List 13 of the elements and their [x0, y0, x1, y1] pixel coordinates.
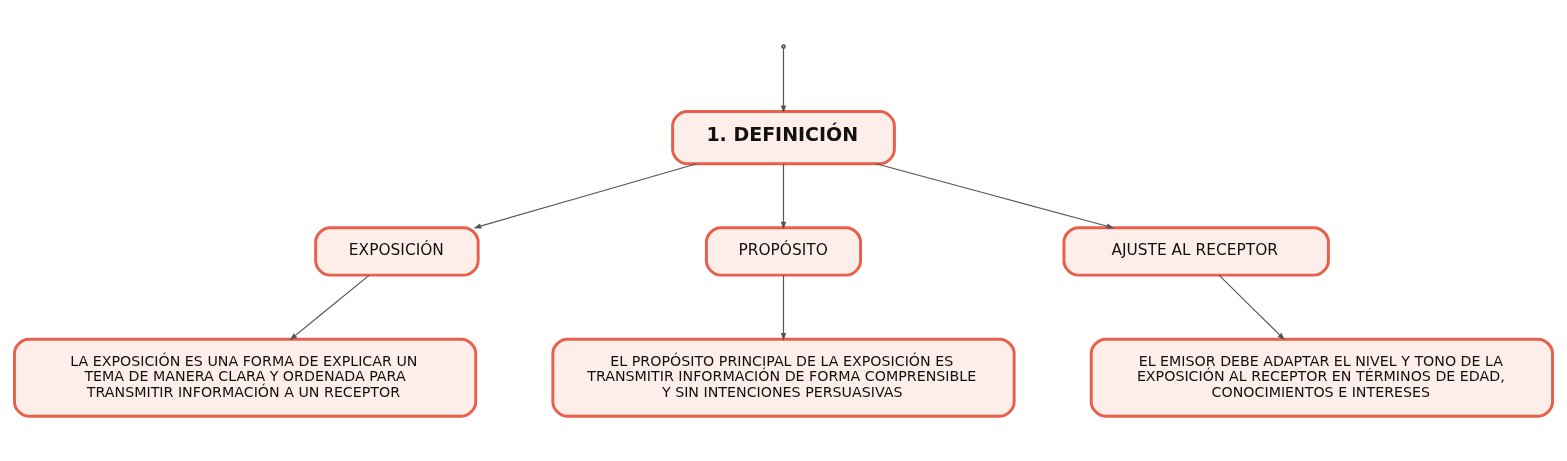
node-box: EL EMISOR DEBE ADAPTAR EL NIVEL Y TONO DE LA EXPOSICIÓN AL RECEPTOR EN TÉRMINOS DE EDAD, CONOCIMIENTOS E INTERESES — [1089, 337, 1554, 418]
arrow — [289, 274, 370, 340]
arrow — [780, 162, 787, 229]
node-box: 1. DEFINICIÓN — [671, 109, 896, 165]
node-box: LA EXPOSICIÓN ES UNA FORMA DE EXPLICAR UN TEMA DE MANERA CLARA Y ORDENADA PARA TRANSMITIR INFORMACIÓN A UN RECEPTOR — [13, 337, 478, 418]
arrow — [780, 274, 787, 341]
arrow — [473, 162, 698, 229]
arrow — [1218, 274, 1285, 340]
node-box: EL PROPÓSITO PRINCIPAL DE LA EXPOSICIÓN ES TRANSMITIR INFORMACIÓN DE FORMA COMPRENSIBLE Y SIN INTENCIONES PERSUASIVAS — [551, 337, 1016, 418]
node-box: PROPÓSITO — [704, 225, 863, 277]
arrow — [780, 46, 787, 113]
arrow — [875, 162, 1115, 229]
node-box: EXPOSICIÓN — [314, 225, 480, 277]
